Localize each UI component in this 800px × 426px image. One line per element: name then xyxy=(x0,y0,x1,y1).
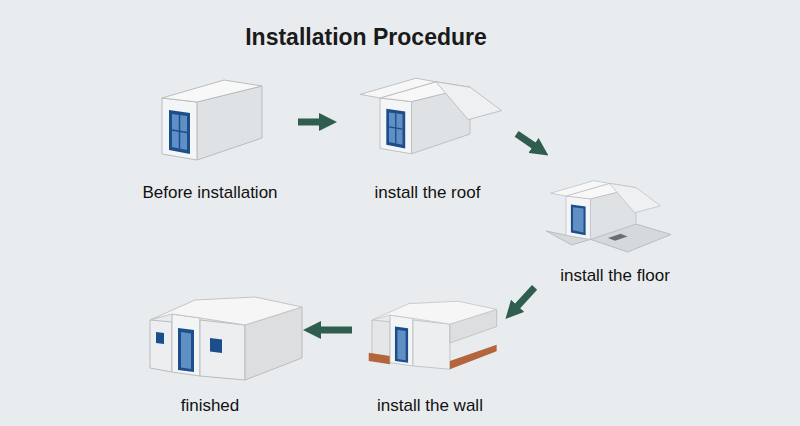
folded-container-part xyxy=(172,130,187,133)
container-floor-open-part xyxy=(566,196,591,239)
container-floor-open-part xyxy=(551,181,610,196)
house-finished-part xyxy=(150,320,172,372)
stage-node: install the floor xyxy=(540,160,690,288)
stage-node: install the wall xyxy=(360,290,500,418)
container-roof-open-part xyxy=(386,109,405,149)
container-roof-open-part xyxy=(389,112,403,144)
house-finished-part xyxy=(150,297,302,325)
stage-caption: finished xyxy=(181,395,240,416)
house-finished-part xyxy=(200,320,245,380)
stage-caption: install the wall xyxy=(377,395,483,416)
folded-container-part xyxy=(162,80,262,102)
container-floor-open xyxy=(546,181,671,252)
folded-container-part xyxy=(172,114,187,150)
house-walls-open-part xyxy=(369,353,390,364)
folded-container-part xyxy=(169,110,190,154)
house-walls-open-part xyxy=(390,315,413,366)
house-walls-open-part xyxy=(372,301,497,324)
stage-caption: install the floor xyxy=(560,265,670,286)
house-walls-open-part xyxy=(395,327,408,363)
container-floor-open-part xyxy=(573,207,584,232)
flow-arrow xyxy=(516,287,534,307)
stage-caption: install the roof xyxy=(375,182,481,203)
house-walls-open-part xyxy=(397,330,405,360)
flow-arrow xyxy=(319,327,352,334)
house-finished-part xyxy=(181,332,191,369)
house-finished-part xyxy=(172,314,200,376)
folded-container xyxy=(162,80,262,160)
stage-caption: Before installation xyxy=(142,182,277,203)
container-roof-open-part xyxy=(360,78,436,98)
house-finished-part xyxy=(178,328,194,372)
house-walls-open xyxy=(369,301,497,369)
container-roof-open-part xyxy=(380,98,412,154)
stage-node: install the roof xyxy=(345,70,510,205)
diagram-title: Installation Procedure xyxy=(166,24,566,51)
house-walls-open-part xyxy=(450,345,497,370)
container-floor-open-part xyxy=(608,234,628,241)
house-finished xyxy=(150,297,302,380)
folded-container-part xyxy=(162,98,197,160)
house-finished-part xyxy=(156,332,164,344)
flow-arrow xyxy=(517,134,536,147)
container-roof-open xyxy=(360,78,501,154)
house-finished-part xyxy=(210,338,222,353)
container-floor-open-part xyxy=(571,204,586,235)
container-floor-open-part xyxy=(609,183,660,212)
container-roof-open-part xyxy=(389,127,403,129)
stage-node: Before installation xyxy=(130,70,290,205)
flow-arrow xyxy=(298,118,321,125)
container-roof-open-part xyxy=(436,82,502,120)
house-walls-open-part xyxy=(413,320,450,369)
stage-node: finished xyxy=(125,290,295,418)
